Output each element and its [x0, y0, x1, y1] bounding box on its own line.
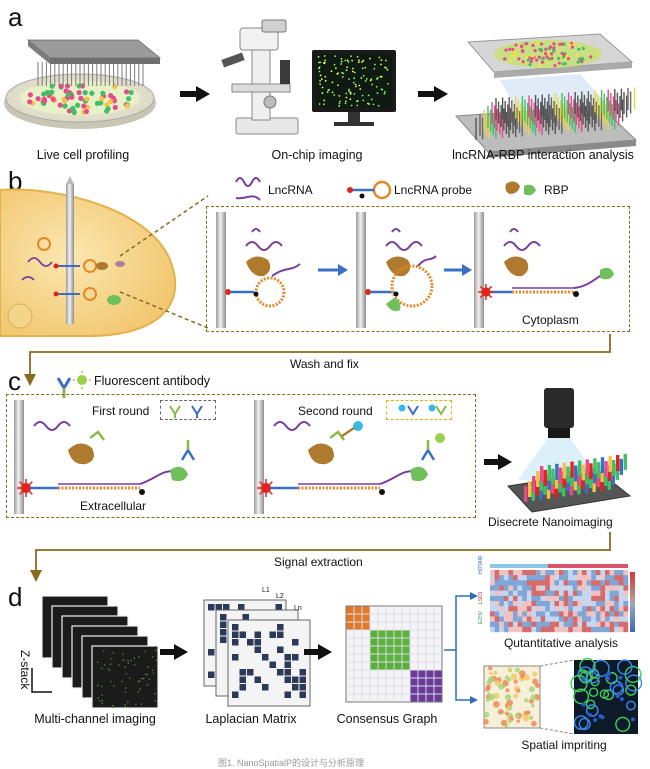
interaction-array	[454, 33, 638, 158]
matrix-label-ln: Ln	[294, 605, 302, 612]
label-spatial-impriting: Spatial impriting	[521, 738, 607, 752]
first-round-box	[160, 400, 216, 420]
label-second-round: Second round	[298, 404, 373, 418]
antibody-rounds	[14, 400, 447, 514]
live-cell-dish	[4, 39, 162, 129]
legend-rbp-icon	[505, 181, 536, 196]
transition-signal-extraction: Signal extraction	[274, 555, 363, 569]
step-on-chip-imaging: On-chip imaging	[271, 148, 363, 162]
panel-label-a: a	[8, 2, 23, 32]
wash-fix-arrow	[24, 334, 611, 386]
region-cytoplasm: Cytoplasm	[522, 313, 579, 327]
legend-probe-icon	[347, 180, 392, 200]
panel-label-c: c	[8, 366, 21, 396]
step-live-cell-profiling: Live cell profiling	[36, 148, 130, 162]
label-first-round: First round	[92, 404, 150, 418]
legend-probe-label: LncRNA probe	[394, 183, 473, 197]
second-round-box	[386, 400, 452, 420]
panel-b-zoom-frame	[206, 206, 630, 332]
region-extracellular: Extracellular	[80, 499, 147, 513]
cell-with-needle	[0, 176, 177, 337]
consensus-graph	[345, 605, 443, 703]
signal-extraction-arrow	[30, 532, 611, 582]
legend-antibody-label: Fluorescent antibody	[94, 374, 211, 388]
step-lncrna-rbp-analysis: lncRNA-RBP interaction analysis	[452, 148, 634, 162]
legend-lncrna-icon	[235, 177, 261, 201]
heatmap-row-lsd1: LSD1	[478, 591, 484, 604]
quantitative-heatmap	[490, 564, 635, 633]
transition-wash-fix: Wash and fix	[290, 357, 359, 371]
step-laplacian-matrix: Laplacian Matrix	[205, 712, 297, 726]
label-quantitative-analysis: Qutantitative analysis	[503, 636, 619, 650]
panel-label-d: d	[8, 582, 23, 612]
nanoimaging-setup	[506, 388, 632, 513]
step-consensus-graph: Consensus Graph	[336, 712, 438, 726]
panel-label-b: b	[8, 166, 23, 196]
legend-lncrna-label: LncRNA	[268, 183, 313, 197]
antibody-legend-icon	[56, 371, 91, 398]
step-multichannel-imaging: Multi-channel imaging	[34, 712, 156, 726]
panel-c-frame	[6, 394, 476, 518]
branch-arrows	[444, 592, 478, 704]
spatial-images	[483, 657, 643, 735]
label-discrete-nanoimaging: Disecrete Nanoimaging	[488, 515, 613, 529]
label-zstack: Z-stack	[18, 650, 32, 690]
heatmap-row-ezh2: EZH2	[478, 611, 484, 624]
matrix-label-l2: L2	[276, 593, 284, 600]
figure-caption: 图1. NanoSpatialP的设计与分析原理	[218, 758, 365, 768]
matrix-label-l1: L1	[262, 587, 270, 594]
multi-channel-stack	[41, 595, 159, 709]
laplacian-matrices	[203, 599, 311, 707]
heatmap-row-hotair: HOTAIR	[478, 555, 484, 574]
legend-rbp-label: RBP	[544, 183, 569, 197]
microscope-monitor	[221, 19, 396, 135]
probe-binding-stages	[216, 212, 614, 328]
